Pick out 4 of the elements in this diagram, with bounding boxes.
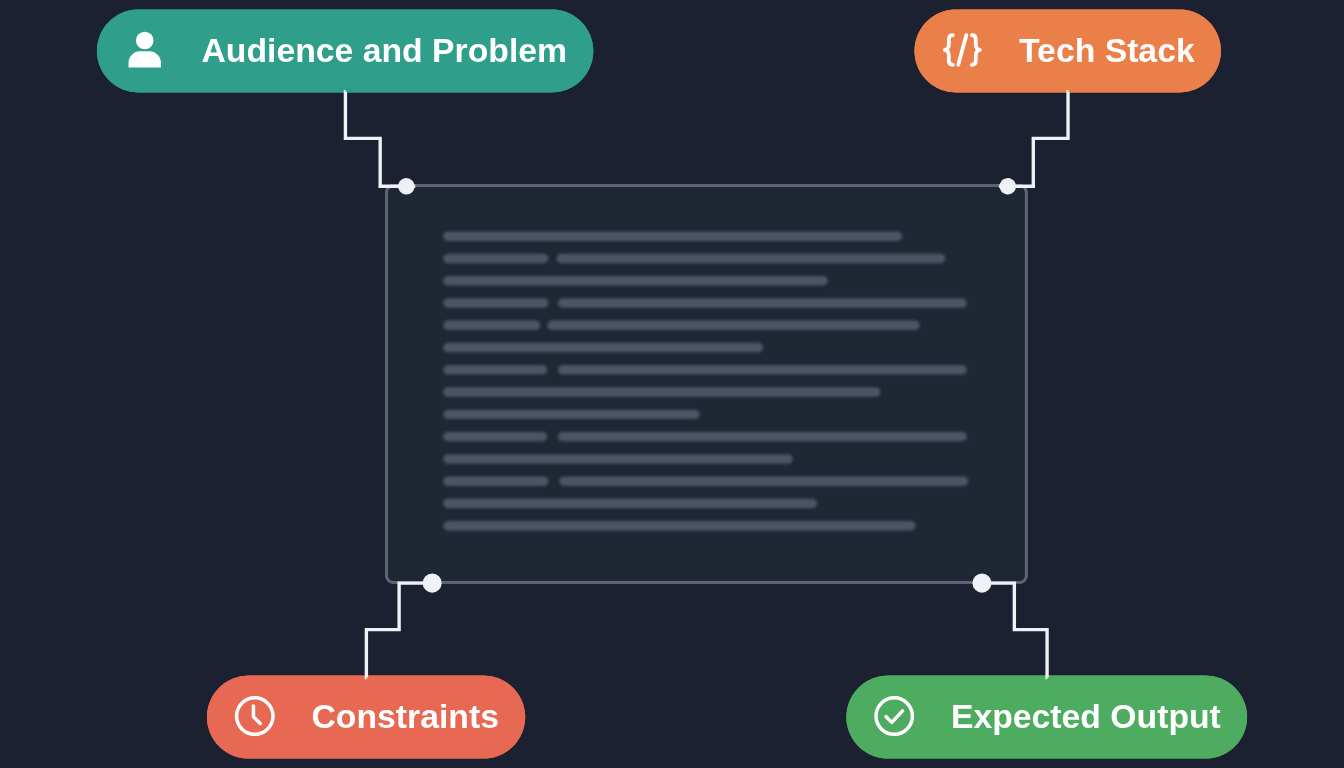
connector bbox=[364, 573, 442, 680]
connector bbox=[343, 90, 416, 195]
connector bbox=[998, 90, 1071, 195]
connector bbox=[972, 573, 1050, 680]
